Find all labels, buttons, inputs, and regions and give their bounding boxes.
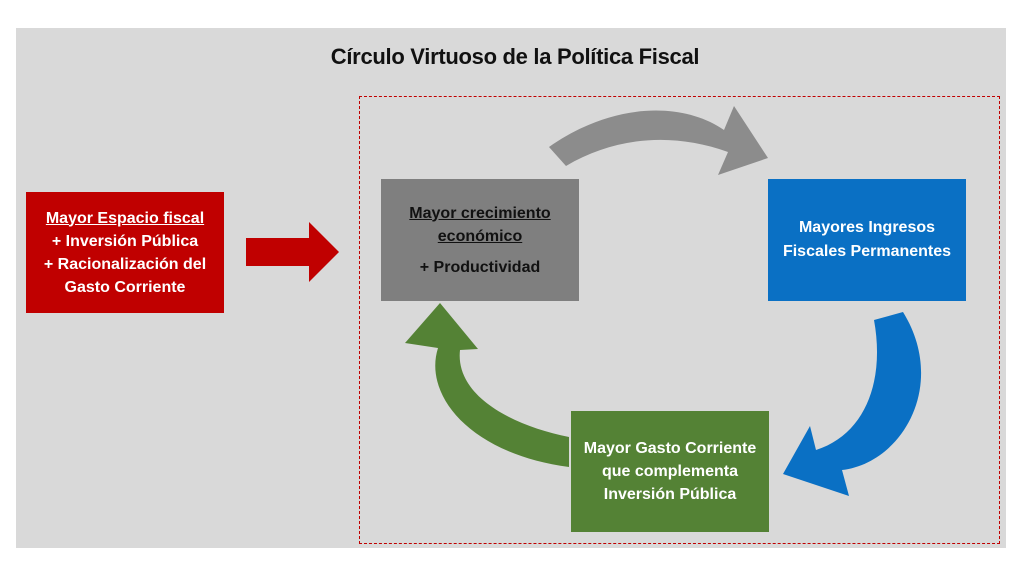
gasto-line: Inversión Pública <box>603 486 737 503</box>
green-arrow-icon <box>405 303 569 467</box>
red-arrow-icon <box>246 222 339 282</box>
espacio-fiscal-box: Mayor Espacio fiscal + Inversión Pública… <box>26 192 224 313</box>
espacio-fiscal-line: + Racionalización del <box>43 255 207 273</box>
cycle-boundary <box>359 96 1000 544</box>
gasto-line: Mayor Gasto Corriente <box>583 440 757 457</box>
crecimiento-heading: económico <box>437 227 523 245</box>
espacio-fiscal-line: Gasto Corriente <box>64 278 186 296</box>
espacio-fiscal-heading: Mayor Espacio fiscal <box>45 209 205 227</box>
gasto-line: que complementa <box>601 463 739 480</box>
ingresos-line: Mayores Ingresos <box>798 219 936 236</box>
diagram-title: Círculo Virtuoso de la Política Fiscal <box>330 44 700 69</box>
crecimiento-box: Mayor crecimiento económico + Productivi… <box>381 179 579 301</box>
gasto-box: Mayor Gasto Corriente que complementa In… <box>571 411 769 532</box>
grey-arrow-icon <box>549 106 768 175</box>
crecimiento-line: + Productividad <box>419 258 541 276</box>
espacio-fiscal-line: + Inversión Pública <box>51 232 199 250</box>
blue-arrow-icon <box>783 312 922 496</box>
crecimiento-heading: Mayor crecimiento <box>409 204 551 222</box>
ingresos-box: Mayores Ingresos Fiscales Permanentes <box>768 179 966 301</box>
ingresos-line: Fiscales Permanentes <box>782 243 952 260</box>
